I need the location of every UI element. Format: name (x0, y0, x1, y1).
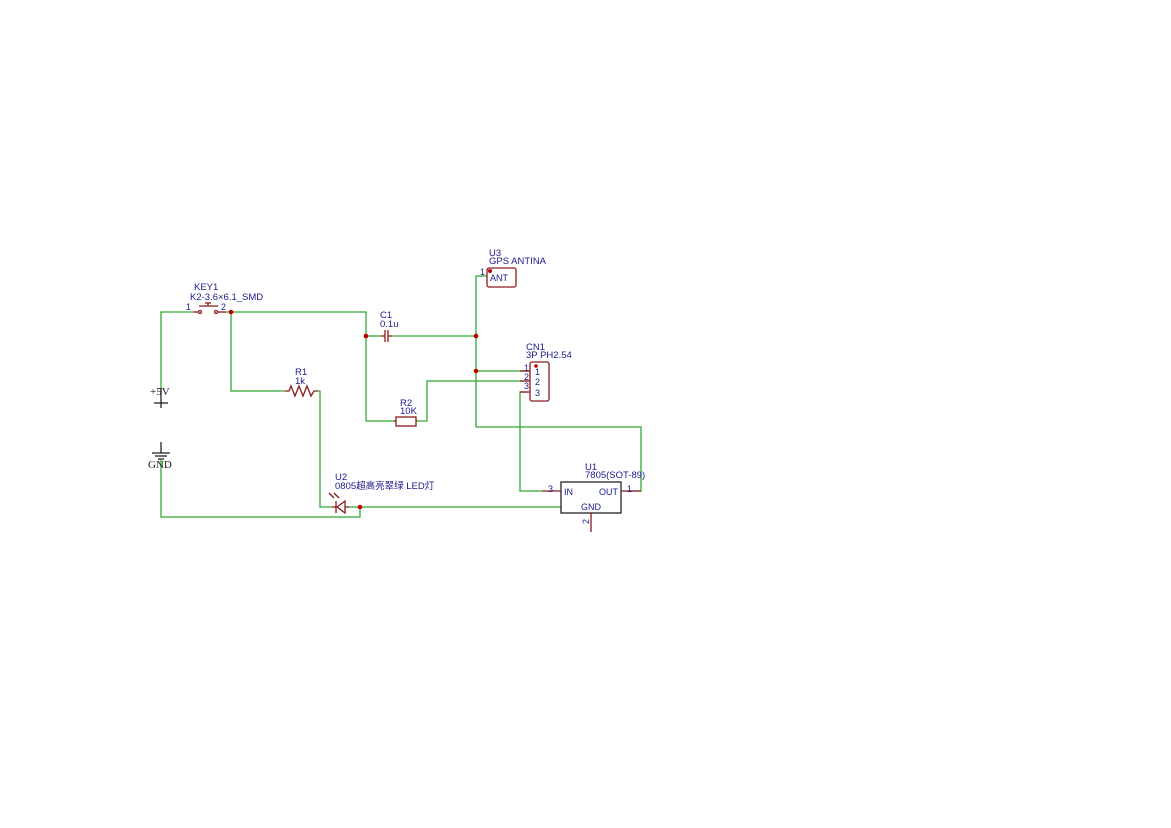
vcc-symbol: +5V (150, 386, 170, 408)
wire-cn1-3-u1in (519, 391, 542, 492)
wire-r1-led (318, 390, 332, 508)
wire-gnd-bottom (160, 460, 361, 518)
cn1-connector[interactable]: CN1 3P PH2.54 1 2 3 1 2 3 (520, 342, 572, 402)
gnd-symbol: GND (148, 442, 172, 471)
junction-u3 (488, 269, 492, 273)
u1-out-label: OUT (599, 487, 619, 497)
junction-c1-right (473, 333, 479, 339)
u1-pin-gnd: 2 (581, 519, 591, 524)
u1-ref: U1 (585, 462, 597, 473)
u2-value: 0805超高亮翠绿 LED灯 (335, 480, 435, 492)
wire-rail-u3 (475, 275, 487, 336)
cn1-pin2-outer: 2 (524, 372, 529, 382)
cn1-ref: CN1 (526, 342, 545, 353)
key1-pin1: 1 (186, 302, 191, 312)
cn1-pin2: 2 (535, 377, 540, 387)
gnd-label: GND (148, 459, 172, 471)
r1-ref: R1 (295, 367, 307, 378)
junction-cn1-pin1 (534, 364, 538, 368)
key1-pin2: 2 (221, 302, 226, 312)
cn1-pin3: 3 (535, 388, 540, 398)
u2-led[interactable]: U2 0805超高亮翠绿 LED灯 (328, 472, 435, 515)
cn1-pin3-outer: 3 (524, 381, 529, 391)
wire-key1-r1 (230, 312, 285, 392)
cn1-pin1: 1 (535, 367, 540, 377)
c1-ref: C1 (380, 310, 392, 321)
u1-value: 7805(SOT-89) (585, 470, 645, 481)
wire-r2-cn1-2 (417, 380, 527, 422)
junctions (228, 269, 538, 510)
u1-pin-out: 1 (627, 484, 632, 494)
cn1-pin1-outer: 1 (524, 363, 529, 373)
vcc-label: +5V (150, 386, 170, 398)
u3-gps-antenna[interactable]: U3 GPS ANTINA ANT 1 (480, 248, 547, 288)
u3-value: GPS ANTINA (489, 256, 547, 267)
u3-ref: U3 (489, 248, 501, 259)
junction-key1 (228, 309, 234, 315)
r1-value: 1k (295, 376, 305, 387)
r2-ref: R2 (400, 398, 412, 409)
u1-regulator[interactable]: U1 7805(SOT-89) IN OUT GND 3 1 2 (542, 462, 645, 532)
c1-capacitor[interactable]: C1 0.1u (380, 310, 399, 342)
u3-pin1: 1 (480, 267, 485, 277)
key1-value: K2-3.6×6.1_SMD (190, 292, 263, 303)
key1-ref: KEY1 (194, 282, 218, 293)
junction-led (357, 504, 363, 510)
cn1-value: 3P PH2.54 (526, 350, 572, 361)
u2-ref: U2 (335, 472, 347, 483)
junction-cn1 (473, 368, 479, 374)
u1-in-label: IN (564, 487, 573, 497)
wire-c1-r2 (365, 336, 394, 422)
key1-switch[interactable]: KEY1 K2-3.6×6.1_SMD 1 2 (186, 282, 263, 315)
r2-resistor[interactable]: R2 10K (394, 398, 418, 427)
wire-5v-key1 (160, 311, 193, 390)
r1-resistor[interactable]: R1 1k (285, 367, 318, 398)
u1-pin-in: 3 (548, 484, 553, 494)
r2-value: 10K (400, 406, 418, 417)
u1-gnd-label: GND (581, 502, 602, 512)
u3-pin-label: ANT (490, 273, 509, 283)
wires (160, 275, 642, 518)
wire-key1-c1 (226, 311, 367, 336)
c1-value: 0.1u (380, 319, 399, 330)
junction-c1-left (363, 333, 369, 339)
